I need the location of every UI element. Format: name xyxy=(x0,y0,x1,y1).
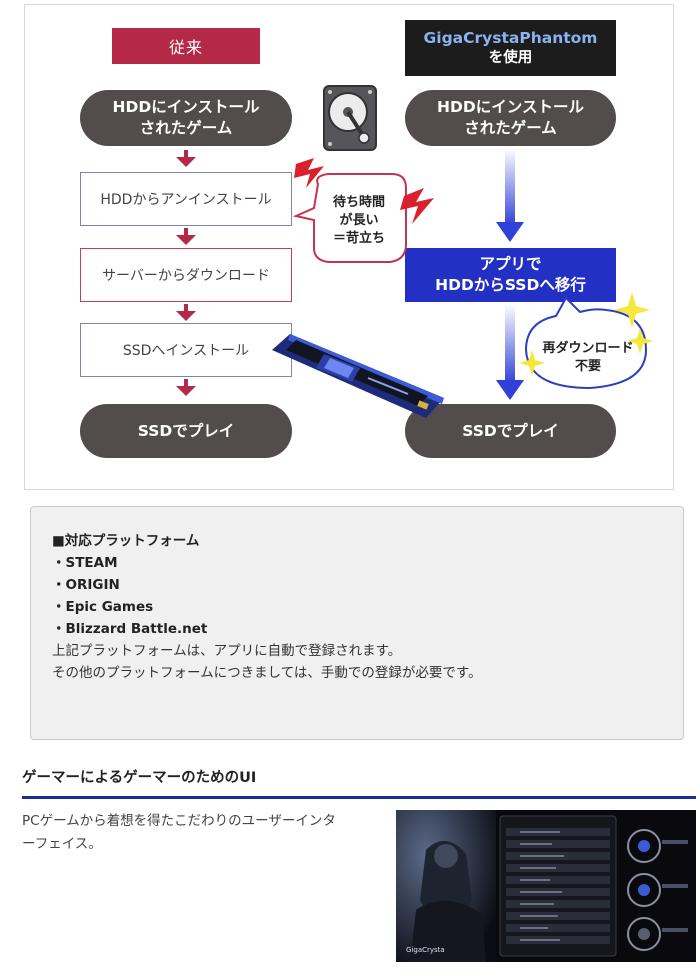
left-arrow-2-head xyxy=(176,235,196,245)
gigacrysta-header-line1: GigaCrystaPhantom xyxy=(423,29,598,47)
conventional-header: 従来 xyxy=(112,28,260,64)
platform-heading: ■対応プラットフォーム xyxy=(52,533,200,549)
platform-info-box xyxy=(30,506,684,740)
left-step-install: SSDへインストール xyxy=(80,323,292,377)
platform-epic: ・Epic Games xyxy=(52,599,154,615)
right-start-line1: HDDにインストール xyxy=(437,98,584,116)
left-step-uninstall: HDDからアンインストール xyxy=(80,172,292,226)
waiting-bubble-text: 待ち時間 が長い ＝苛立ち xyxy=(314,194,404,248)
section-divider xyxy=(22,796,696,799)
no-redownload-bubble xyxy=(520,292,653,390)
left-arrow-4-stem xyxy=(184,379,188,387)
sparkle-icon-right xyxy=(627,328,653,354)
waiting-bubble-line1: 待ち時間 xyxy=(332,195,385,210)
hdd-icon xyxy=(323,85,377,151)
sparkle-icon-top xyxy=(614,292,650,328)
app-ui-screenshot: GigaCrysta xyxy=(396,810,696,962)
app-ui-illustration: GigaCrysta xyxy=(396,810,688,962)
lightning-icon-left xyxy=(294,158,324,188)
sparkle-icon-left xyxy=(520,350,545,376)
lightning-icon-right xyxy=(400,188,434,224)
left-start-line2: されたゲーム xyxy=(139,119,233,137)
left-start-pill: HDDにインストール されたゲーム xyxy=(80,90,292,146)
left-arrow-1-stem xyxy=(184,150,188,158)
platform-note-manual: その他のプラットフォームにつきましては、手動での登録が必要です。 xyxy=(52,665,482,681)
waiting-bubble-line2: が長い xyxy=(339,213,379,228)
section-description: PCゲームから着想を得たこだわりのユーザーインタ ーフェイス。 xyxy=(22,810,382,856)
left-arrow-1-head xyxy=(176,157,196,167)
app-brand-logo: GigaCrysta xyxy=(406,946,445,954)
ssd-product-image xyxy=(272,334,444,418)
platform-steam: ・STEAM xyxy=(52,555,118,571)
left-start-line1: HDDにインストール xyxy=(112,98,260,116)
no-redownload-line1: 再ダウンロード xyxy=(542,341,634,356)
app-migrate-line2: HDDからSSDへ移行 xyxy=(435,276,586,294)
app-migrate-box: アプリで HDDからSSDへ移行 xyxy=(405,248,616,302)
waiting-bubble-line3: ＝苛立ち xyxy=(332,231,385,246)
left-arrow-3-head xyxy=(176,311,196,321)
right-arrow-2 xyxy=(496,304,524,400)
section-description-line1: PCゲームから着想を得たこだわりのユーザーインタ xyxy=(22,813,336,829)
platform-origin: ・ORIGIN xyxy=(52,577,120,593)
gigacrysta-header-line2: を使用 xyxy=(488,50,533,66)
platform-battlenet: ・Blizzard Battle.net xyxy=(52,621,208,637)
left-end-pill: SSDでプレイ xyxy=(80,404,292,458)
right-arrow-1 xyxy=(496,148,524,242)
left-arrow-3-stem xyxy=(184,304,188,312)
right-start-line2: されたゲーム xyxy=(464,119,557,137)
right-start-pill: HDDにインストール されたゲーム xyxy=(405,90,616,146)
waiting-bubble xyxy=(292,158,434,263)
platform-note-auto: 上記プラットフォームは、アプリに自動で登録されます。 xyxy=(52,643,402,659)
no-redownload-text: 再ダウンロード 不要 xyxy=(532,340,644,376)
left-arrow-2-stem xyxy=(184,228,188,236)
section-description-line2: ーフェイス。 xyxy=(22,836,102,852)
left-step-download: サーバーからダウンロード xyxy=(80,248,292,302)
right-end-pill: SSDでプレイ xyxy=(405,404,616,458)
app-migrate-line1: アプリで xyxy=(479,255,542,273)
left-arrow-4-head xyxy=(176,386,196,396)
section-title: ゲーマーによるゲーマーのためのUI xyxy=(22,770,257,786)
gigacrysta-header: GigaCrystaPhantom を使用 xyxy=(405,20,616,76)
no-redownload-line2: 不要 xyxy=(574,359,601,374)
